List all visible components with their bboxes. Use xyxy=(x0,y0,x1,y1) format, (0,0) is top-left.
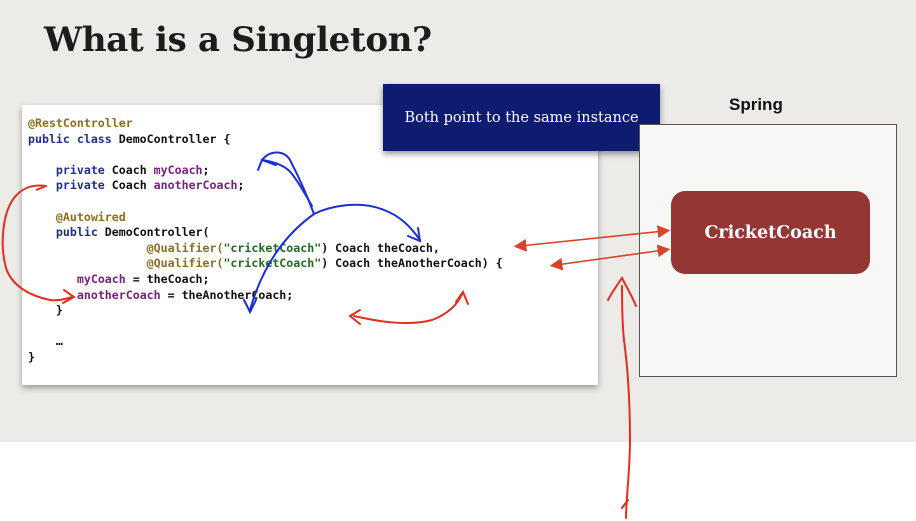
red-vertical-arrow xyxy=(621,285,632,519)
red-arrow-under-code xyxy=(353,293,463,324)
code-text: … xyxy=(55,334,63,349)
code-text: = theAnotherCoach; xyxy=(160,287,294,302)
code-text: Coach xyxy=(104,162,154,177)
code-string: "cricketCoach" xyxy=(223,240,322,255)
blue-arrow-head-assignment xyxy=(243,299,257,315)
code-text: ) Coach theAnotherCoach) { xyxy=(321,256,503,271)
code-text: = theCoach; xyxy=(125,271,210,286)
code-keyword: public xyxy=(55,225,98,240)
code-keyword: private xyxy=(55,178,105,193)
red-arrow-head-left xyxy=(348,309,361,325)
red-tick xyxy=(35,185,47,191)
code-field: myCoach xyxy=(76,271,126,286)
code-field: myCoach xyxy=(153,162,203,177)
code-keyword: public class xyxy=(28,131,112,146)
red-vertical-arrow-head xyxy=(607,276,637,307)
ref-arrow-thecoach xyxy=(513,225,671,252)
cricketcoach-bean: CricketCoach xyxy=(671,191,870,274)
code-panel: @RestController public class DemoControl… xyxy=(22,105,598,385)
code-annotation: @Autowired xyxy=(55,209,126,224)
ref-arrow-theanothercoach xyxy=(549,244,671,271)
code-annotation: @Qualifier( xyxy=(146,256,224,271)
code-field: anotherCoach xyxy=(153,178,238,193)
callout-box: Both point to the same instance xyxy=(383,84,660,151)
spring-label: Spring xyxy=(729,95,783,114)
code-annotation: @Qualifier( xyxy=(146,240,224,255)
code-text: DemoController { xyxy=(111,131,231,146)
code-text: DemoController( xyxy=(97,225,210,240)
callout-text: Both point to the same instance xyxy=(404,109,639,126)
blue-arrow-to-assignment xyxy=(249,213,315,311)
red-vertical-arrow-tail xyxy=(621,499,629,509)
code-text: } xyxy=(55,303,63,318)
code-text: ; xyxy=(202,162,210,177)
bean-label: CricketCoach xyxy=(704,222,837,243)
blue-connector-loop xyxy=(261,151,421,241)
red-arrow-head-up xyxy=(455,289,469,305)
code-block: @RestController public class DemoControl… xyxy=(28,116,503,366)
blue-arrow-to-mycoach xyxy=(261,159,313,207)
red-bracket-annotation xyxy=(1,184,73,302)
red-bracket-tip xyxy=(62,289,76,304)
code-text: } xyxy=(28,349,35,364)
code-text: ) Coach theCoach, xyxy=(321,240,440,255)
code-text: Coach xyxy=(104,178,154,193)
code-field: anotherCoach xyxy=(76,287,161,302)
blue-arrow-head-thecoach xyxy=(407,227,422,243)
slide-title: What is a Singleton? xyxy=(44,20,432,60)
code-string: "cricketCoach" xyxy=(223,256,322,271)
code-text: ; xyxy=(237,178,245,193)
code-keyword: private xyxy=(55,162,105,177)
code-annotation: @RestController xyxy=(28,116,133,130)
